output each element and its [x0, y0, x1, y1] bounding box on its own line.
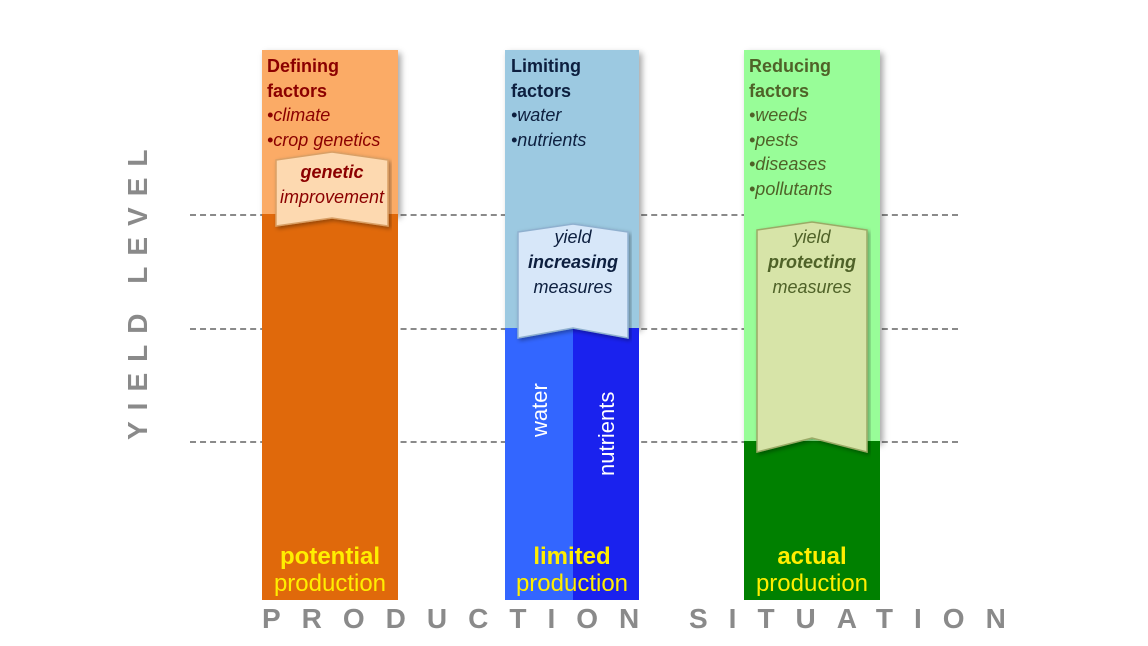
limiting-factor-item: •nutrients [511, 129, 587, 150]
protecting-label: protecting [768, 252, 856, 272]
water-bar-label: water [527, 383, 552, 437]
yield-increasing-chevron [517, 223, 629, 339]
reducing-factor-item: •weeds [749, 105, 808, 125]
defining-factors-title-2: factors [267, 80, 328, 101]
genetic-improvement-label: genetic improvement [272, 160, 392, 210]
reducing-factors-title-1: Reducing [749, 56, 832, 76]
limiting-factors-title-1: Limiting [511, 56, 581, 76]
actual-label: actual [777, 543, 847, 570]
limiting-factor-item: •water [511, 105, 562, 125]
limited-production-label: limited production [505, 543, 639, 597]
measures-label: measures [533, 277, 613, 297]
measures-label: measures [772, 277, 852, 297]
genetic-improvement-chevron [275, 151, 389, 227]
reducing-factor-item: •pests [749, 129, 799, 150]
actual-production-bar [744, 441, 880, 600]
x-axis-label: PRODUCTION SITUATION [262, 603, 1027, 634]
yield-label: yield [554, 227, 592, 247]
potential-production-label: potential production [262, 543, 398, 597]
production-label: production [273, 570, 387, 597]
yield-protecting-label: yield protecting measures [753, 225, 871, 300]
limited-label: limited [533, 543, 611, 570]
y-axis-label: YIELD LEVEL [122, 138, 153, 440]
production-label: production [515, 570, 629, 597]
reducing-factor-item: •diseases [749, 154, 827, 174]
improvement-label: improvement [279, 187, 385, 207]
defining-factors-title-1: Defining [267, 56, 339, 76]
potential-label: potential [280, 543, 380, 570]
limiting-factors-title-2: factors [511, 80, 572, 101]
yield-protecting-chevron [756, 221, 868, 453]
defining-factors-list: Defining factors •climate •crop genetics [267, 54, 380, 152]
increasing-label: increasing [527, 252, 619, 272]
defining-factor-item: •crop genetics [267, 129, 381, 150]
reducing-factor-item: •pollutants [749, 178, 833, 199]
nutrients-bar [573, 328, 639, 600]
reducing-factors-title-2: factors [749, 80, 810, 101]
reducing-factors-list: Reducing factors •weeds •pests •diseases… [749, 54, 832, 201]
limiting-factors-list: Limiting factors •water •nutrients [511, 54, 586, 152]
genetic-label: genetic [300, 162, 364, 182]
yield-increasing-label: yield increasing measures [514, 225, 632, 300]
actual-production-label: actual production [744, 543, 880, 597]
water-bar [505, 328, 573, 600]
defining-factor-item: •climate [267, 105, 331, 125]
production-label: production [755, 570, 869, 597]
nutrients-bar-label: nutrients [594, 391, 619, 476]
yield-label: yield [793, 227, 831, 247]
potential-production-bar [262, 214, 398, 600]
